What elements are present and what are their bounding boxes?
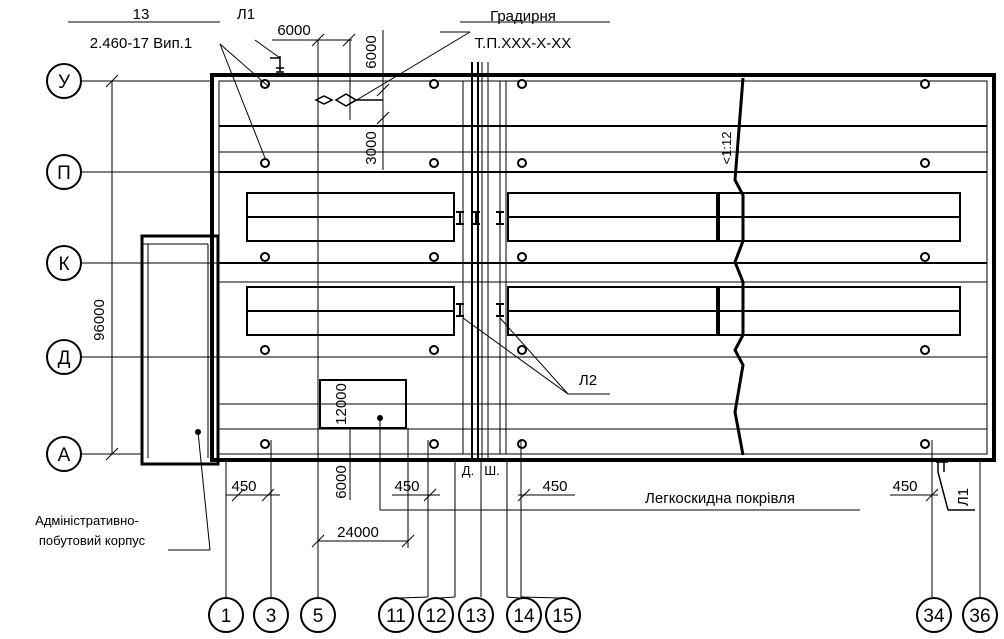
vertical-axis-lines bbox=[225, 40, 981, 597]
col-axis-36: 36 bbox=[962, 597, 998, 633]
inner-room bbox=[319, 379, 407, 429]
col-axis-label: 5 bbox=[313, 606, 324, 627]
row-axis-label: А bbox=[58, 445, 71, 466]
col-axis-3: 3 bbox=[253, 597, 289, 633]
connection-marks bbox=[456, 211, 504, 317]
lanterns bbox=[246, 192, 961, 336]
dim-450-left: 450 bbox=[231, 478, 256, 495]
horizontal-beams bbox=[219, 125, 987, 430]
row-axes: У П К Д А bbox=[46, 63, 82, 472]
tower-code: Т.П.ХХХ-Х-ХХ bbox=[475, 35, 572, 52]
col-axis-label: 36 bbox=[969, 606, 990, 627]
dim-top-span: 6000 bbox=[277, 22, 310, 39]
l1-right-label: Л1 bbox=[955, 488, 972, 506]
col-axis-label: 13 bbox=[465, 606, 486, 627]
l2-label: Л2 bbox=[579, 372, 597, 389]
column-markers bbox=[260, 79, 930, 449]
slope-label: <1:12 bbox=[719, 132, 734, 165]
col-axis-1: 1 bbox=[208, 597, 244, 633]
dim-24000: 24000 bbox=[337, 524, 379, 541]
col-axis-label: 34 bbox=[923, 606, 945, 627]
col-axis-15: 15 bbox=[545, 597, 581, 633]
tower-device bbox=[314, 93, 383, 107]
admin-leader bbox=[168, 431, 211, 551]
col-axis-12: 12 bbox=[418, 597, 454, 633]
roof-leader bbox=[379, 420, 860, 511]
l1-right-mark bbox=[936, 461, 975, 511]
admin-note-line2: побутовий корпус bbox=[39, 533, 146, 548]
col-axis-leaders bbox=[399, 596, 561, 599]
col-axis-label: 12 bbox=[425, 606, 446, 627]
col-axes: 1 3 5 11 12 13 14 15 34 36 bbox=[208, 597, 998, 633]
col-axis-13: 13 bbox=[458, 597, 494, 633]
row-axis-label: К bbox=[58, 254, 69, 275]
row-axis-label: Д bbox=[58, 348, 71, 369]
dim-overall-line bbox=[105, 74, 119, 461]
l2-leaders bbox=[462, 317, 610, 395]
row-axis-k: К bbox=[46, 245, 82, 281]
row-axis-d: Д bbox=[46, 339, 82, 375]
col-axis-label: 1 bbox=[221, 606, 232, 627]
dim-96000: 96000 bbox=[91, 299, 108, 341]
building-outline bbox=[210, 73, 996, 462]
col-axis-34: 34 bbox=[916, 597, 952, 633]
row-axis-p: П bbox=[46, 154, 82, 190]
row-axis-label: У bbox=[58, 72, 71, 93]
callout-number: 13 bbox=[133, 6, 150, 23]
col-axis-label: 14 bbox=[513, 606, 535, 627]
row-axis-a: А bbox=[46, 436, 82, 472]
admin-annex bbox=[140, 234, 220, 466]
col-axis-14: 14 bbox=[506, 597, 542, 633]
row-axis-label: П bbox=[57, 163, 71, 184]
col-axis-11: 11 bbox=[378, 597, 414, 633]
horizontal-axis-lines bbox=[82, 80, 219, 455]
expansion-joint bbox=[733, 77, 745, 456]
l1-top-mark bbox=[254, 39, 284, 73]
col-axis-label: 11 bbox=[386, 606, 406, 627]
tower-strip bbox=[462, 62, 507, 462]
col-axis-5: 5 bbox=[300, 597, 336, 633]
tower-title: Градирня bbox=[490, 8, 556, 25]
callout-leaders bbox=[68, 21, 610, 159]
dim-12000: 12000 bbox=[333, 383, 350, 425]
dim-top-vertical: 6000 bbox=[363, 35, 380, 68]
bottom-dims bbox=[226, 428, 939, 548]
dim-6000: 6000 bbox=[333, 465, 350, 498]
col-axis-label: 15 bbox=[552, 606, 573, 627]
dim-450-right: 450 bbox=[542, 478, 567, 495]
admin-note-line1: Адміністративно- bbox=[35, 513, 139, 528]
l1-top-label: Л1 bbox=[237, 6, 255, 23]
row-axis-u: У bbox=[46, 63, 82, 99]
col-axis-label: 3 bbox=[266, 606, 277, 627]
callout-series: 2.460-17 Вип.1 bbox=[90, 35, 192, 52]
dim-450-far: 450 bbox=[892, 478, 917, 495]
dim-3000: 3000 bbox=[363, 131, 380, 164]
roof-note: Легкоскидна покрівля bbox=[645, 490, 795, 507]
mark-sh: Ш. bbox=[484, 463, 500, 478]
dim-450-mid: 450 bbox=[394, 478, 419, 495]
mark-d: Д. bbox=[462, 463, 474, 478]
